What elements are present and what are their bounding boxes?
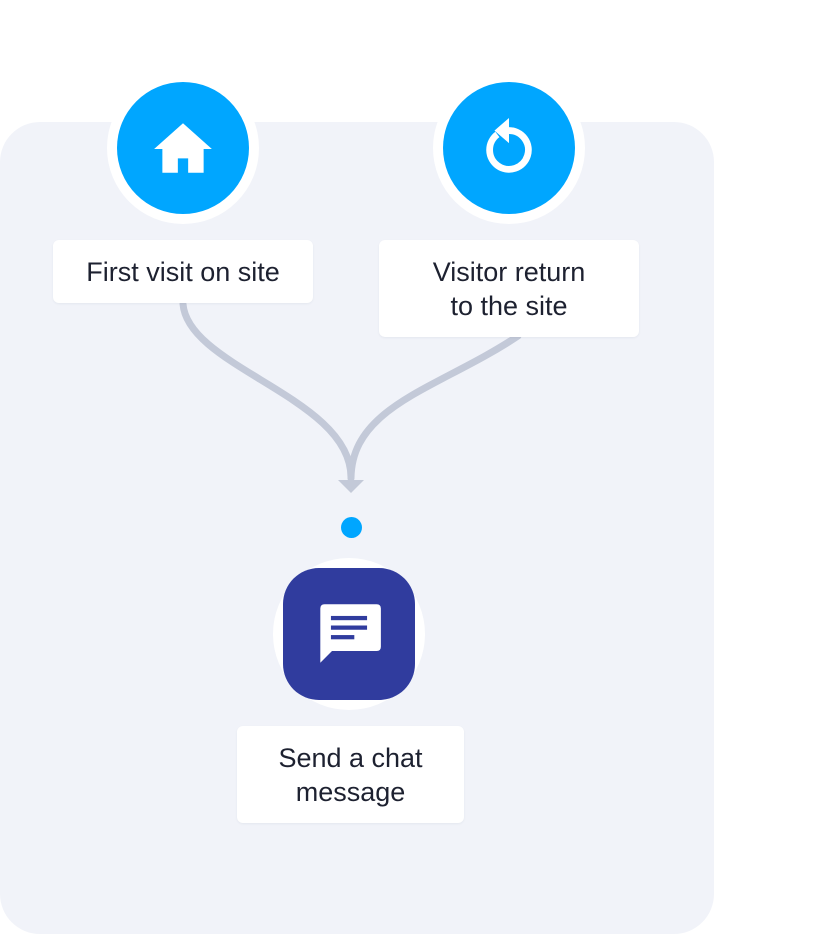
connection-point[interactable] [341,517,362,538]
trigger-circle [117,82,249,214]
trigger-circle [443,82,575,214]
trigger-label-first-visit: First visit on site [53,240,313,303]
action-square [283,568,415,700]
action-node-send-chat[interactable] [273,558,425,710]
connector-first-visit [179,300,355,482]
trigger-node-first-visit[interactable] [107,72,259,224]
connector-visitor-return [347,332,522,482]
action-label-send-chat: Send a chat message [237,726,464,823]
trigger-node-visitor-return[interactable] [433,72,585,224]
trigger-label-visitor-return: Visitor return to the site [379,240,639,337]
home-icon [154,123,212,173]
refresh-icon [486,117,532,173]
connector-arrowhead [338,480,364,493]
chat-message-icon [320,604,381,663]
